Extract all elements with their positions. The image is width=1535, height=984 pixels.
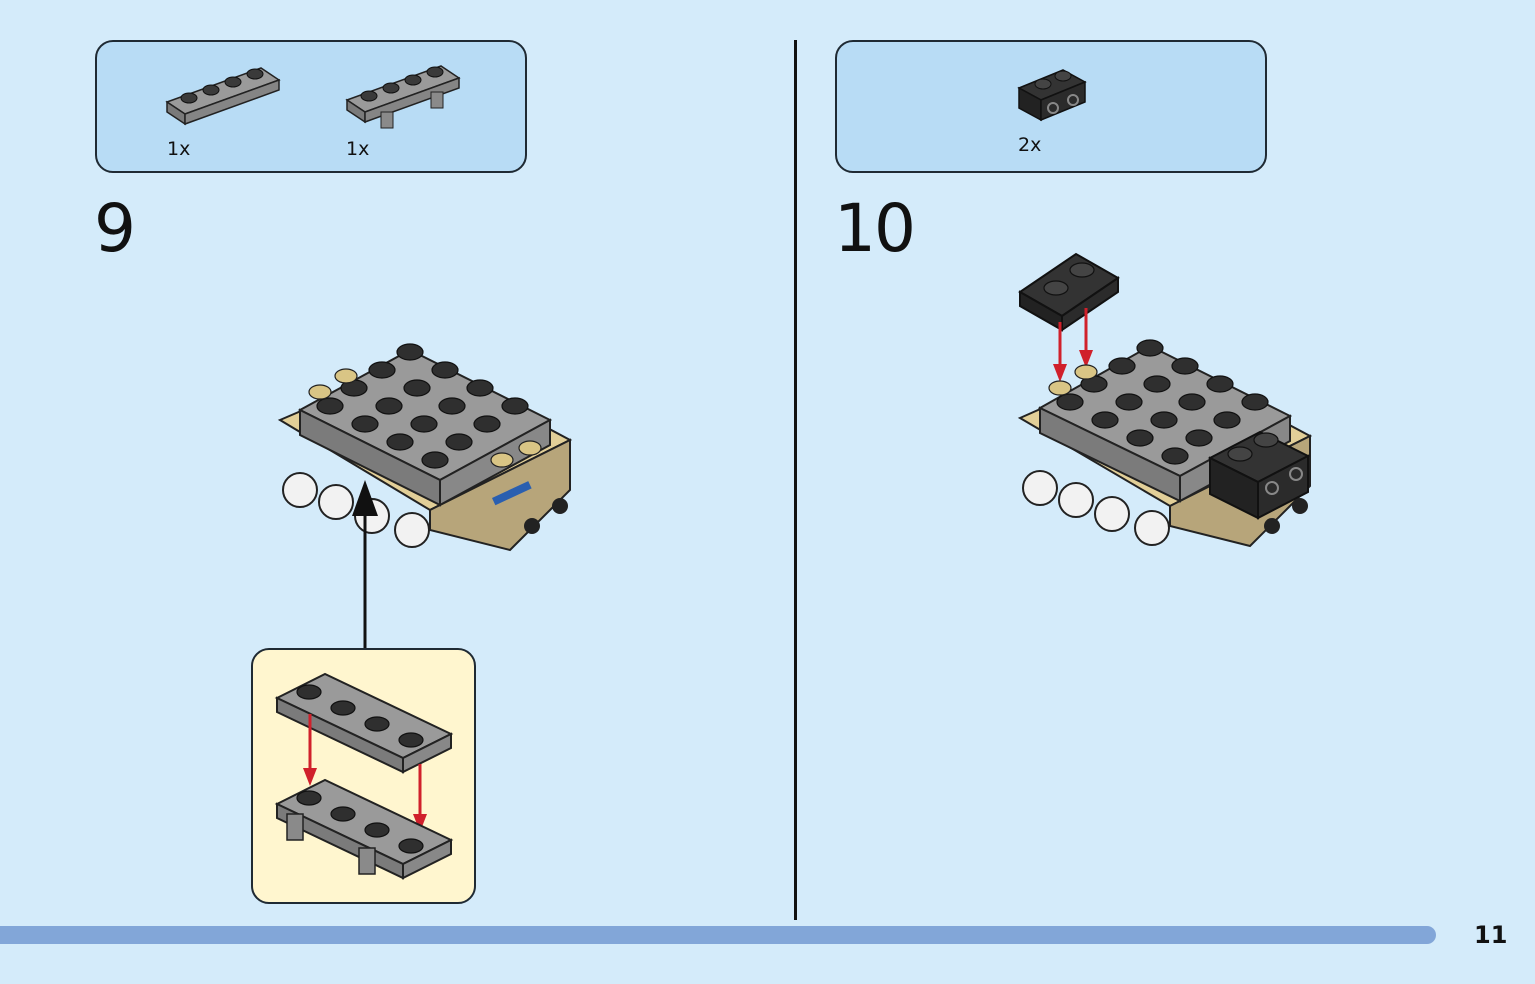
part-quantity: 2x (1018, 134, 1042, 156)
sub-assembly-callout (251, 648, 476, 904)
plate-1x4-icon (165, 67, 281, 126)
parts-list-step-9: 1x 1x (95, 40, 527, 173)
page-number: 11 (1474, 921, 1508, 949)
sub-assembly-illustration (274, 672, 454, 880)
page-divider (794, 40, 797, 920)
step-9-assembly-illustration (277, 343, 573, 552)
step-number: 10 (834, 190, 916, 267)
plate-1x4-with-clips-icon (345, 65, 461, 129)
step-10-assembly-illustration (1017, 252, 1313, 548)
bracket-1x2-black-icon (1017, 69, 1087, 122)
arrow-up-icon (352, 480, 378, 650)
progress-bar (0, 926, 1436, 944)
parts-list-step-10: 2x (835, 40, 1267, 173)
part-quantity: 1x (346, 138, 370, 160)
step-number: 9 (94, 190, 136, 267)
part-quantity: 1x (167, 138, 191, 160)
